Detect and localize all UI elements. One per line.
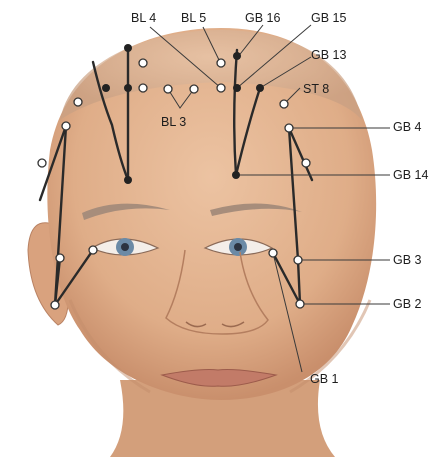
open-circle-marker — [285, 124, 293, 132]
filled-dot-marker — [233, 52, 241, 60]
label-gb4: GB 4 — [393, 120, 422, 134]
label-bl5: BL 5 — [181, 11, 206, 25]
open-circle-marker — [62, 122, 70, 130]
open-circle-marker — [56, 254, 64, 262]
label-gb1: GB 1 — [310, 372, 339, 386]
label-gb15: GB 15 — [311, 11, 346, 25]
open-circle-marker — [190, 85, 198, 93]
open-circle-marker — [217, 59, 225, 67]
label-st8: ST 8 — [303, 82, 329, 96]
label-gb2: GB 2 — [393, 297, 422, 311]
open-circle-marker — [302, 159, 310, 167]
filled-dot-marker — [124, 44, 132, 52]
filled-dot-marker — [124, 84, 132, 92]
open-circle-marker — [296, 300, 304, 308]
filled-dot-marker — [256, 84, 264, 92]
filled-dot-marker — [232, 171, 240, 179]
label-gb16: GB 16 — [245, 11, 280, 25]
open-circle-marker — [89, 246, 97, 254]
label-bl4: BL 4 — [131, 11, 156, 25]
open-circle-marker — [139, 84, 147, 92]
label-gb13: GB 13 — [311, 48, 346, 62]
open-circle-marker — [269, 249, 277, 257]
filled-dot-marker — [102, 84, 110, 92]
label-bl3: BL 3 — [161, 115, 186, 129]
open-circle-marker — [38, 159, 46, 167]
open-circle-marker — [51, 301, 59, 309]
label-gb14: GB 14 — [393, 168, 428, 182]
open-circle-marker — [139, 59, 147, 67]
open-circle-marker — [164, 85, 172, 93]
open-circle-marker — [74, 98, 82, 106]
filled-dot-marker — [233, 84, 241, 92]
open-circle-marker — [280, 100, 288, 108]
label-gb3: GB 3 — [393, 253, 422, 267]
open-circle-marker — [294, 256, 302, 264]
filled-dot-marker — [124, 176, 132, 184]
open-circle-marker — [217, 84, 225, 92]
